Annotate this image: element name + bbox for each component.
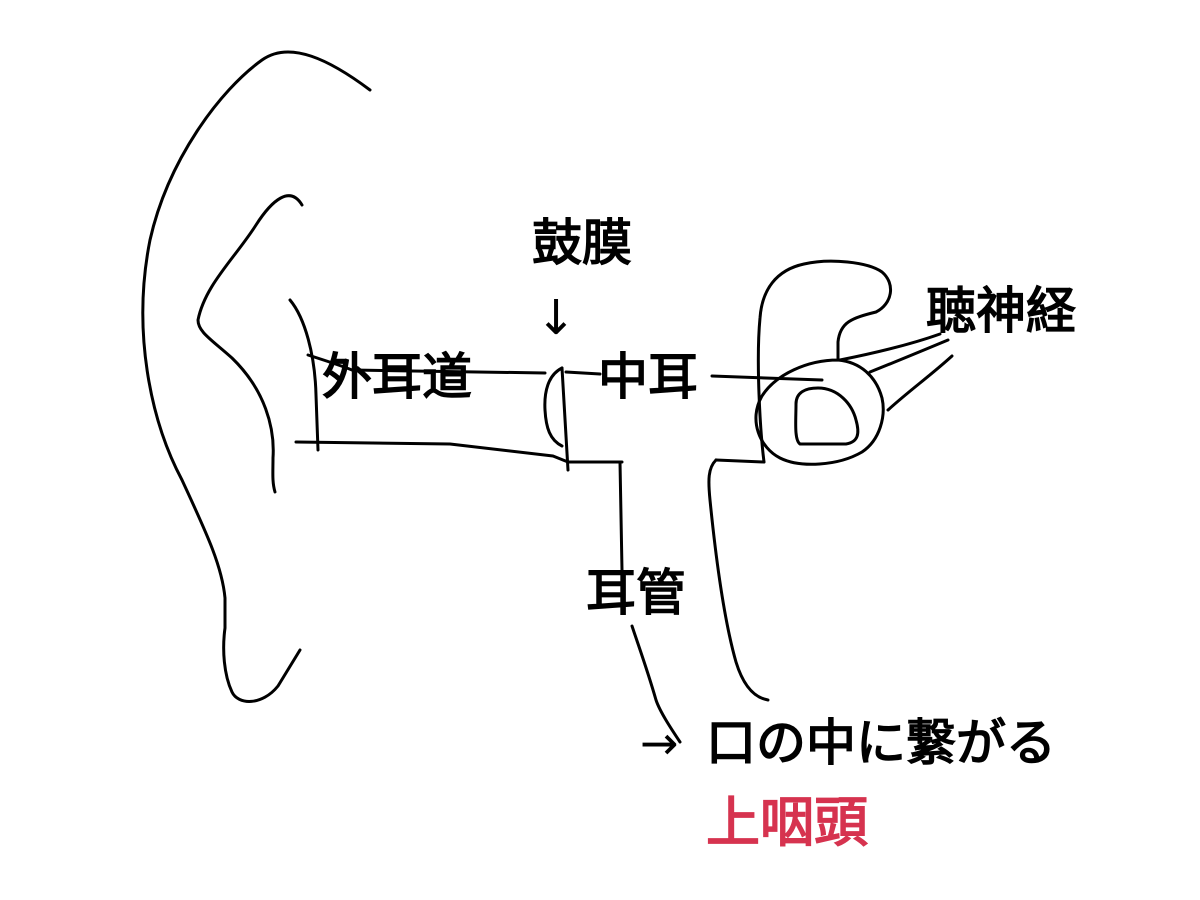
auditory-nerve-label: 聴神経 (926, 282, 1076, 340)
auditory-nerve-line-1 (838, 332, 942, 362)
cochlea-outer (754, 358, 885, 466)
eardrum-shape (543, 366, 564, 448)
auricle-outline (141, 50, 372, 703)
canal-upper-line (306, 353, 547, 375)
eardrum-label: 鼓膜 (532, 214, 632, 272)
auditory-nerve-line-3 (886, 354, 954, 412)
connects-to-mouth-label: 口の中に繋がる (706, 714, 1056, 772)
inner-ear-outer (756, 259, 892, 464)
middle-ear-label: 中耳 (598, 348, 698, 406)
cochlea-inner (794, 386, 860, 446)
antihelix-outline (196, 194, 304, 494)
middle-ear-upper-line-right (710, 374, 824, 382)
eustachian-tube-left (618, 460, 624, 572)
nasopharynx-label: 上咽頭 (706, 791, 868, 854)
canal-entrance (288, 298, 320, 452)
eustachian-tube-left-lower (630, 624, 682, 744)
canal-lower-line (294, 440, 624, 464)
auditory-nerve-line-2 (868, 338, 950, 374)
middle-ear-upper-line (564, 370, 602, 376)
right-arrow-icon: → (640, 716, 679, 770)
down-arrow-icon: ↓ (536, 290, 577, 346)
external-canal-label: 外耳道 (322, 348, 472, 406)
middle-ear-bottom-right (714, 458, 766, 464)
eustachian-tube-right (707, 458, 770, 702)
eustachian-tube-label: 耳管 (586, 564, 686, 622)
eardrum-line (560, 366, 570, 472)
